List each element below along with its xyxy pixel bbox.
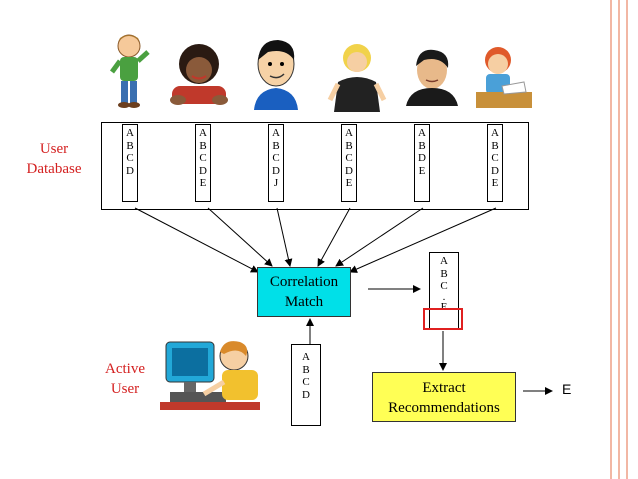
item: D [272, 164, 280, 177]
item: C [440, 280, 448, 292]
recommended-output: E [562, 381, 572, 397]
item: C [345, 152, 353, 164]
boy-waving-illustration [104, 30, 154, 115]
arrow-db-to-correlation [317, 207, 351, 267]
item: C [491, 152, 499, 164]
item: D [491, 164, 499, 177]
active-user-label-line1: Active [105, 361, 145, 377]
item: A [126, 127, 134, 139]
item: B [272, 139, 280, 152]
item: D [345, 164, 353, 177]
item: E [199, 177, 207, 189]
arrow-db-to-correlation [335, 207, 424, 267]
blonde-woman-illustration [326, 38, 388, 117]
item: E [418, 164, 426, 177]
slide-border-line [618, 0, 620, 479]
item: J [273, 177, 279, 189]
user-item-list: A B C D E [487, 124, 503, 202]
item: B [199, 139, 207, 152]
item: B [491, 139, 499, 152]
redhead-girl-reading-illustration [472, 42, 534, 119]
item: A [440, 255, 448, 267]
arrow-db-to-correlation [276, 207, 293, 267]
extract-recommendations-box: Extract Recommendations [372, 372, 516, 422]
user-database-label-line2: Database [26, 160, 82, 177]
item: B [418, 139, 426, 152]
item: B [345, 139, 353, 152]
item: D [199, 164, 207, 177]
item: D [302, 388, 310, 401]
item: . [442, 290, 446, 303]
user-item-list: A B D E [414, 124, 430, 202]
item: C [126, 152, 134, 164]
correlation-match-box: Correlation Match [257, 267, 351, 317]
arrow-db-to-correlation [207, 207, 273, 267]
item: A [199, 127, 207, 139]
user-item-list: A B C D [122, 124, 138, 202]
item: A [491, 127, 499, 139]
user-item-list: A B C D J [268, 124, 284, 202]
asian-man-illustration [404, 44, 460, 111]
item: A [418, 127, 426, 139]
item: B [126, 139, 134, 152]
slide-border-line [626, 0, 628, 479]
item: C [272, 152, 280, 164]
correlation-line2: Match [284, 294, 324, 310]
item: C [302, 376, 310, 388]
boy-at-computer-illustration [160, 336, 272, 421]
active-user-item-list: A B C D [291, 344, 321, 426]
item: D [418, 152, 426, 164]
man-black-hair-illustration [248, 36, 304, 115]
item: A [302, 351, 310, 363]
active-user-label: Active User [90, 360, 160, 399]
user-database-label-line1: User [39, 141, 69, 157]
item: E [440, 300, 448, 313]
item: D [126, 164, 134, 177]
slide-border-line [610, 0, 612, 479]
user-item-list: A B C D E [195, 124, 211, 202]
item: A [272, 127, 280, 139]
item: A [345, 127, 353, 139]
item: E [491, 177, 499, 189]
user-item-list: A B C D E [341, 124, 357, 202]
correlation-line1: Correlation [269, 274, 339, 290]
item: C [199, 152, 207, 164]
user-database-box [101, 122, 529, 210]
match-result-list: A B C . E [429, 252, 459, 330]
arrow-db-to-correlation [349, 207, 497, 273]
arrow-db-to-correlation [134, 207, 259, 273]
girl-curly-hair-illustration [166, 40, 232, 115]
user-database-label: User Database [12, 140, 96, 179]
active-user-label-line2: User [110, 380, 140, 397]
extract-line2: Recommendations [388, 400, 500, 416]
recommended-item-highlight [423, 308, 463, 330]
item: B [440, 267, 448, 280]
extract-line1: Extract [422, 380, 466, 396]
item: E [345, 177, 353, 189]
item: B [302, 363, 310, 376]
